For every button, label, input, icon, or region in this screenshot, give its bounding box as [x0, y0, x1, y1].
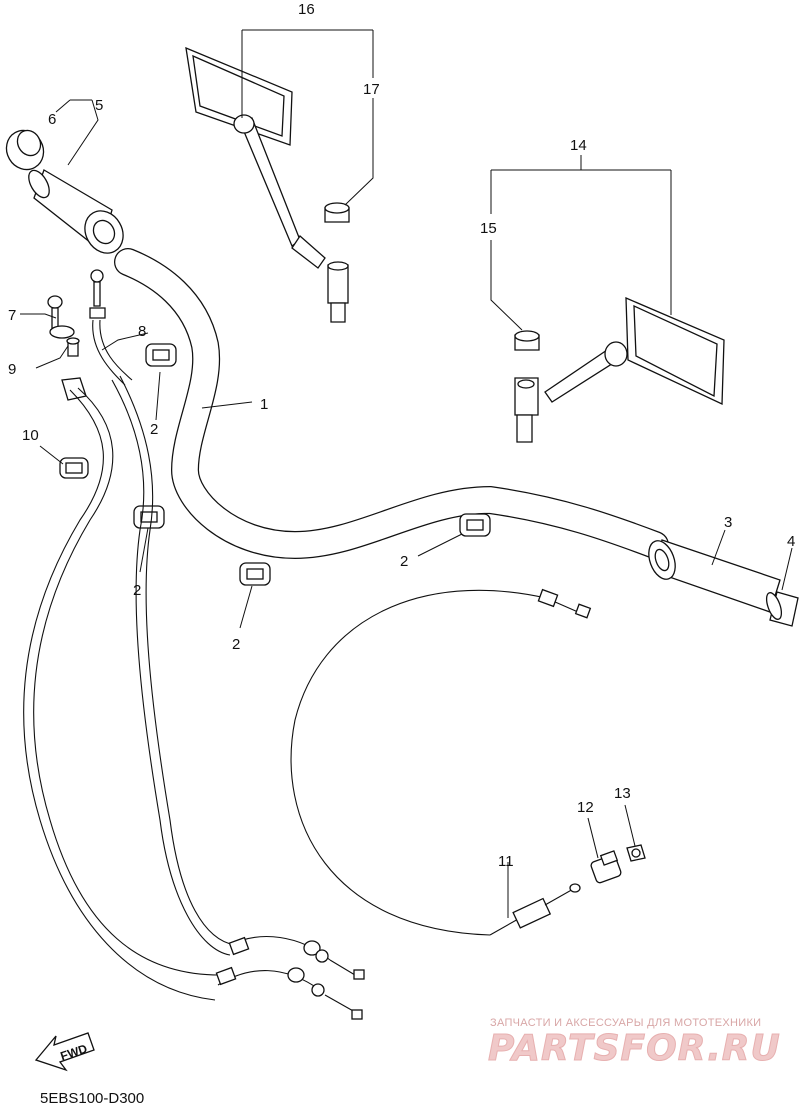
right-mirror[interactable]	[514, 297, 725, 443]
switch-cable[interactable]	[89, 269, 133, 386]
label-11: 11	[498, 853, 514, 870]
label-14: 14	[570, 137, 587, 154]
label-10: 10	[22, 427, 39, 444]
lock-nut[interactable]	[626, 844, 646, 862]
label-3: 3	[724, 514, 732, 531]
label-4: 4	[787, 533, 795, 550]
cable-guide[interactable]	[59, 457, 89, 479]
label-9: 9	[8, 361, 16, 378]
wire-clamp[interactable]	[459, 513, 491, 537]
right-mirror-nut[interactable]	[514, 330, 540, 351]
cable-fitting[interactable]	[61, 377, 87, 401]
label-13: 13	[614, 785, 631, 802]
right-grip-end[interactable]	[764, 591, 799, 627]
label-8: 8	[138, 323, 146, 340]
left-grip[interactable]	[25, 167, 131, 260]
right-grip[interactable]	[644, 537, 781, 613]
wire-clamp[interactable]	[239, 562, 271, 586]
label-15: 15	[480, 220, 497, 237]
label-17: 17	[363, 81, 380, 98]
left-mirror[interactable]	[185, 46, 349, 323]
wire-clamp[interactable]	[133, 505, 165, 529]
left-mirror-nut[interactable]	[324, 202, 350, 223]
watermark-brand: PARTSFOR.RU	[488, 1028, 781, 1069]
bolt[interactable]	[66, 337, 80, 357]
label-2: 2	[150, 421, 158, 438]
fwd-arrow: FWD	[34, 1032, 95, 1072]
grip-end-cap[interactable]	[0, 124, 51, 177]
watermark: ЗАПЧАСТИ И АКСЕССУАРЫ ДЛЯ МОТОТЕХНИКИ PA…	[488, 1017, 781, 1070]
lever-holder[interactable]	[47, 295, 75, 339]
label-6: 6	[48, 111, 56, 128]
clutch-cable[interactable]	[290, 588, 592, 936]
throttle-cables[interactable]	[23, 375, 365, 1020]
label-5: 5	[95, 97, 103, 114]
wire-clamp[interactable]	[145, 343, 177, 367]
callout-labels: 1 2 2 2 2 3 4 5 6 7 8 9 10 11 12 13 14 1…	[8, 1, 795, 870]
label-12: 12	[577, 799, 594, 816]
label-1: 1	[260, 396, 268, 413]
label-2: 2	[400, 553, 408, 570]
label-2: 2	[133, 582, 141, 599]
label-16: 16	[298, 1, 315, 18]
label-7: 7	[8, 307, 16, 324]
watermark-tagline: ЗАПЧАСТИ И АКСЕССУАРЫ ДЛЯ МОТОТЕХНИКИ	[490, 1017, 761, 1029]
handlebar[interactable]	[114, 248, 669, 560]
leader-lines	[20, 29, 793, 918]
cable-adjuster[interactable]	[590, 850, 622, 884]
diagram-code: 5EBS100-D300	[40, 1090, 144, 1107]
label-2: 2	[232, 636, 240, 653]
